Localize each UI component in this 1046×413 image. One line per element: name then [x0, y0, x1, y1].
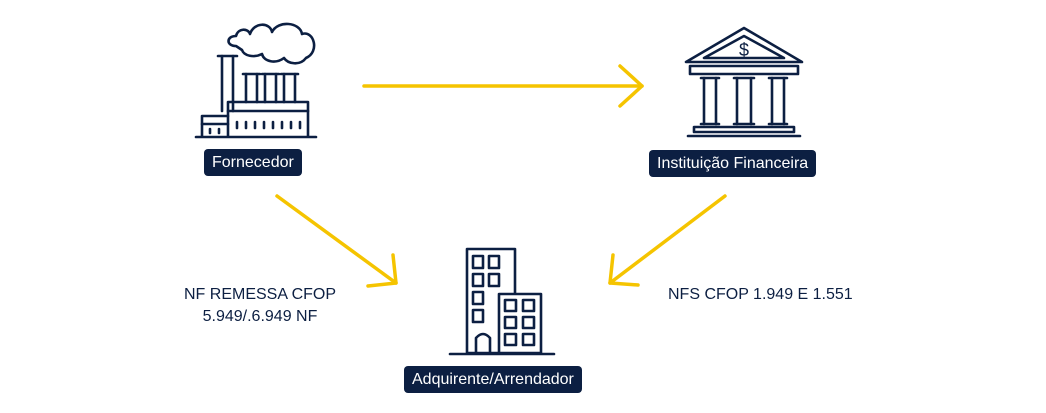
arrow-bank-to-acquirer: [608, 194, 727, 287]
bank-icon: $: [684, 26, 804, 138]
svg-text:$: $: [739, 40, 749, 60]
bank-to-acquirer-note: NFS CFOP 1.949 E 1.551: [668, 286, 853, 303]
factory-icon: [194, 22, 318, 139]
building-icon: [448, 247, 556, 356]
arrow-supplier-to-bank: [362, 64, 644, 108]
supplier-label: Fornecedor: [204, 149, 302, 176]
supplier-to-acquirer-note: NF REMESSA CFOP 5.949/.6.949 NF: [180, 284, 340, 328]
acquirer-label: Adquirente/Arrendador: [404, 366, 582, 393]
arrow-supplier-to-acquirer: [275, 194, 398, 288]
bank-label: Instituição Financeira: [649, 150, 817, 177]
note-left-line2: 5.949/.6.949 NF: [202, 308, 318, 325]
note-left-line1: NF REMESSA CFOP: [183, 286, 337, 303]
